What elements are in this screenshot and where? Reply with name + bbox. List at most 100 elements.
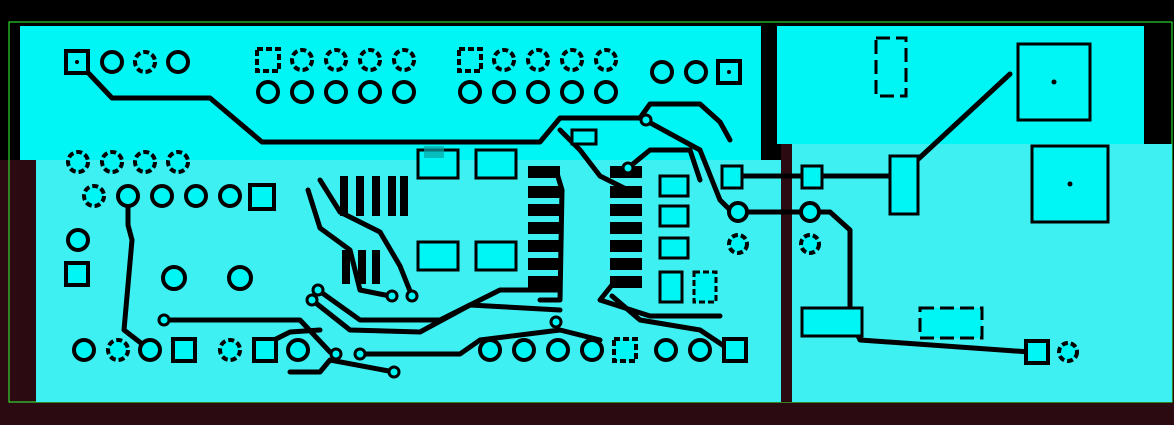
pad bbox=[799, 201, 821, 223]
pad bbox=[560, 80, 584, 104]
pad-square bbox=[64, 261, 90, 287]
smd-pad bbox=[658, 270, 684, 304]
ic-pin bbox=[528, 186, 560, 198]
fill-artifact bbox=[424, 146, 444, 158]
smd-pad bbox=[720, 164, 744, 190]
via bbox=[387, 365, 401, 379]
smd-pad bbox=[800, 164, 824, 190]
pad bbox=[546, 338, 570, 362]
pad bbox=[492, 80, 516, 104]
trace-left-top bbox=[75, 59, 733, 145]
pad bbox=[512, 338, 536, 362]
trace-mid-8 bbox=[597, 277, 723, 319]
finger bbox=[340, 176, 348, 216]
via bbox=[353, 347, 367, 361]
smd-pad bbox=[888, 154, 920, 216]
pad bbox=[150, 184, 174, 208]
copper-pour-upper-left bbox=[20, 26, 761, 160]
trace-mid-2 bbox=[317, 177, 415, 299]
pad bbox=[138, 338, 162, 362]
pad bbox=[458, 80, 482, 104]
pad bbox=[560, 48, 584, 72]
pad-square bbox=[255, 47, 281, 73]
pads-round bbox=[66, 48, 1079, 363]
slot-upper bbox=[764, 26, 774, 144]
centre-dot bbox=[1051, 79, 1057, 85]
pad bbox=[133, 150, 157, 174]
finger bbox=[388, 176, 396, 216]
pad-square bbox=[722, 337, 748, 363]
pad bbox=[727, 233, 749, 255]
pad bbox=[286, 338, 310, 362]
pad bbox=[166, 150, 190, 174]
ic-pin bbox=[528, 258, 560, 270]
pads-square bbox=[64, 47, 1050, 365]
pad-square bbox=[171, 337, 197, 363]
trace-top-right bbox=[737, 71, 1013, 179]
ic-pin bbox=[610, 222, 642, 234]
pad bbox=[290, 80, 314, 104]
ic-pin bbox=[610, 258, 642, 270]
pad bbox=[227, 265, 253, 291]
via bbox=[311, 283, 325, 297]
centre-dot bbox=[75, 60, 79, 64]
pad bbox=[100, 150, 124, 174]
ic-footprint-left bbox=[528, 166, 560, 288]
pad bbox=[324, 80, 348, 104]
trace-mid-6 bbox=[357, 327, 603, 357]
pad-square bbox=[248, 183, 276, 211]
pad-centres bbox=[75, 60, 1073, 187]
pad bbox=[526, 48, 550, 72]
pad bbox=[727, 201, 749, 223]
pad bbox=[684, 60, 708, 84]
trace-mid-11 bbox=[287, 357, 397, 375]
pad bbox=[106, 338, 130, 362]
ic-pin bbox=[528, 204, 560, 216]
smd-pad bbox=[658, 204, 690, 228]
connector-fingers bbox=[340, 176, 408, 284]
isolation-slots bbox=[764, 26, 792, 402]
via bbox=[385, 289, 399, 303]
via bbox=[549, 315, 563, 329]
pad bbox=[166, 50, 190, 74]
pad bbox=[324, 48, 348, 72]
via bbox=[305, 293, 319, 307]
trace-mid-3 bbox=[161, 317, 333, 355]
pad bbox=[654, 338, 678, 362]
trace-mid-14 bbox=[537, 167, 565, 303]
trace-mid-10 bbox=[625, 147, 703, 183]
pad-square bbox=[1024, 339, 1050, 365]
ic-pin bbox=[610, 186, 642, 198]
smd-pad bbox=[474, 240, 518, 272]
pad-square bbox=[457, 47, 483, 73]
finger bbox=[358, 250, 366, 284]
pad bbox=[478, 338, 502, 362]
via bbox=[157, 313, 171, 327]
slot-lower bbox=[781, 144, 792, 402]
centre-dot bbox=[727, 70, 731, 74]
pad bbox=[392, 80, 416, 104]
ic-pin bbox=[610, 276, 642, 288]
ic-pin bbox=[528, 166, 560, 178]
ic-pin bbox=[528, 222, 560, 234]
smd-pad bbox=[474, 148, 518, 180]
finger bbox=[342, 250, 350, 284]
finger bbox=[372, 250, 380, 284]
trace-left-vertical bbox=[121, 193, 153, 353]
pad bbox=[594, 48, 618, 72]
via bbox=[405, 289, 419, 303]
pad bbox=[116, 184, 140, 208]
smd-pad bbox=[570, 128, 598, 146]
pad bbox=[161, 265, 187, 291]
smd-pad bbox=[658, 174, 690, 198]
smd-pad bbox=[692, 270, 718, 304]
pad-square bbox=[612, 337, 638, 363]
smd-pad bbox=[658, 236, 690, 260]
ic-pin bbox=[610, 240, 642, 252]
pad bbox=[1057, 341, 1079, 363]
traces bbox=[75, 59, 1033, 375]
via bbox=[621, 161, 635, 175]
pad bbox=[290, 48, 314, 72]
smd-pad bbox=[800, 306, 864, 338]
